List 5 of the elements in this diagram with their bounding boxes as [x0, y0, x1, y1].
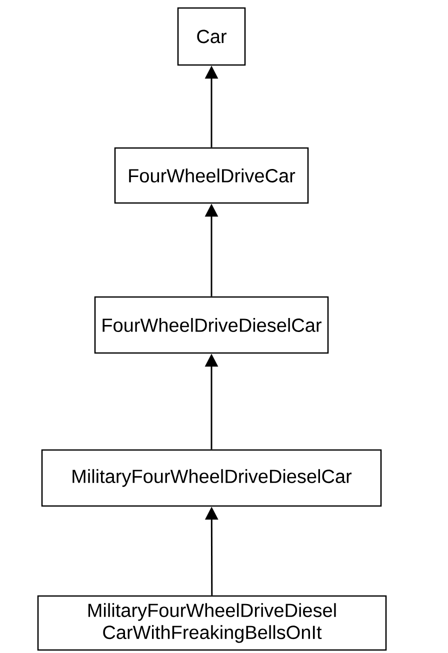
class-box: FourWheelDriveDieselCar: [94, 296, 329, 354]
class-box: MilitaryFourWheelDriveDieselCar: [41, 449, 382, 507]
class-box: FourWheelDriveCar: [114, 147, 309, 204]
class-box: MilitaryFourWheelDriveDiesel CarWithFreakingBellsOnIt: [37, 595, 387, 651]
class-box: Car: [177, 7, 246, 66]
